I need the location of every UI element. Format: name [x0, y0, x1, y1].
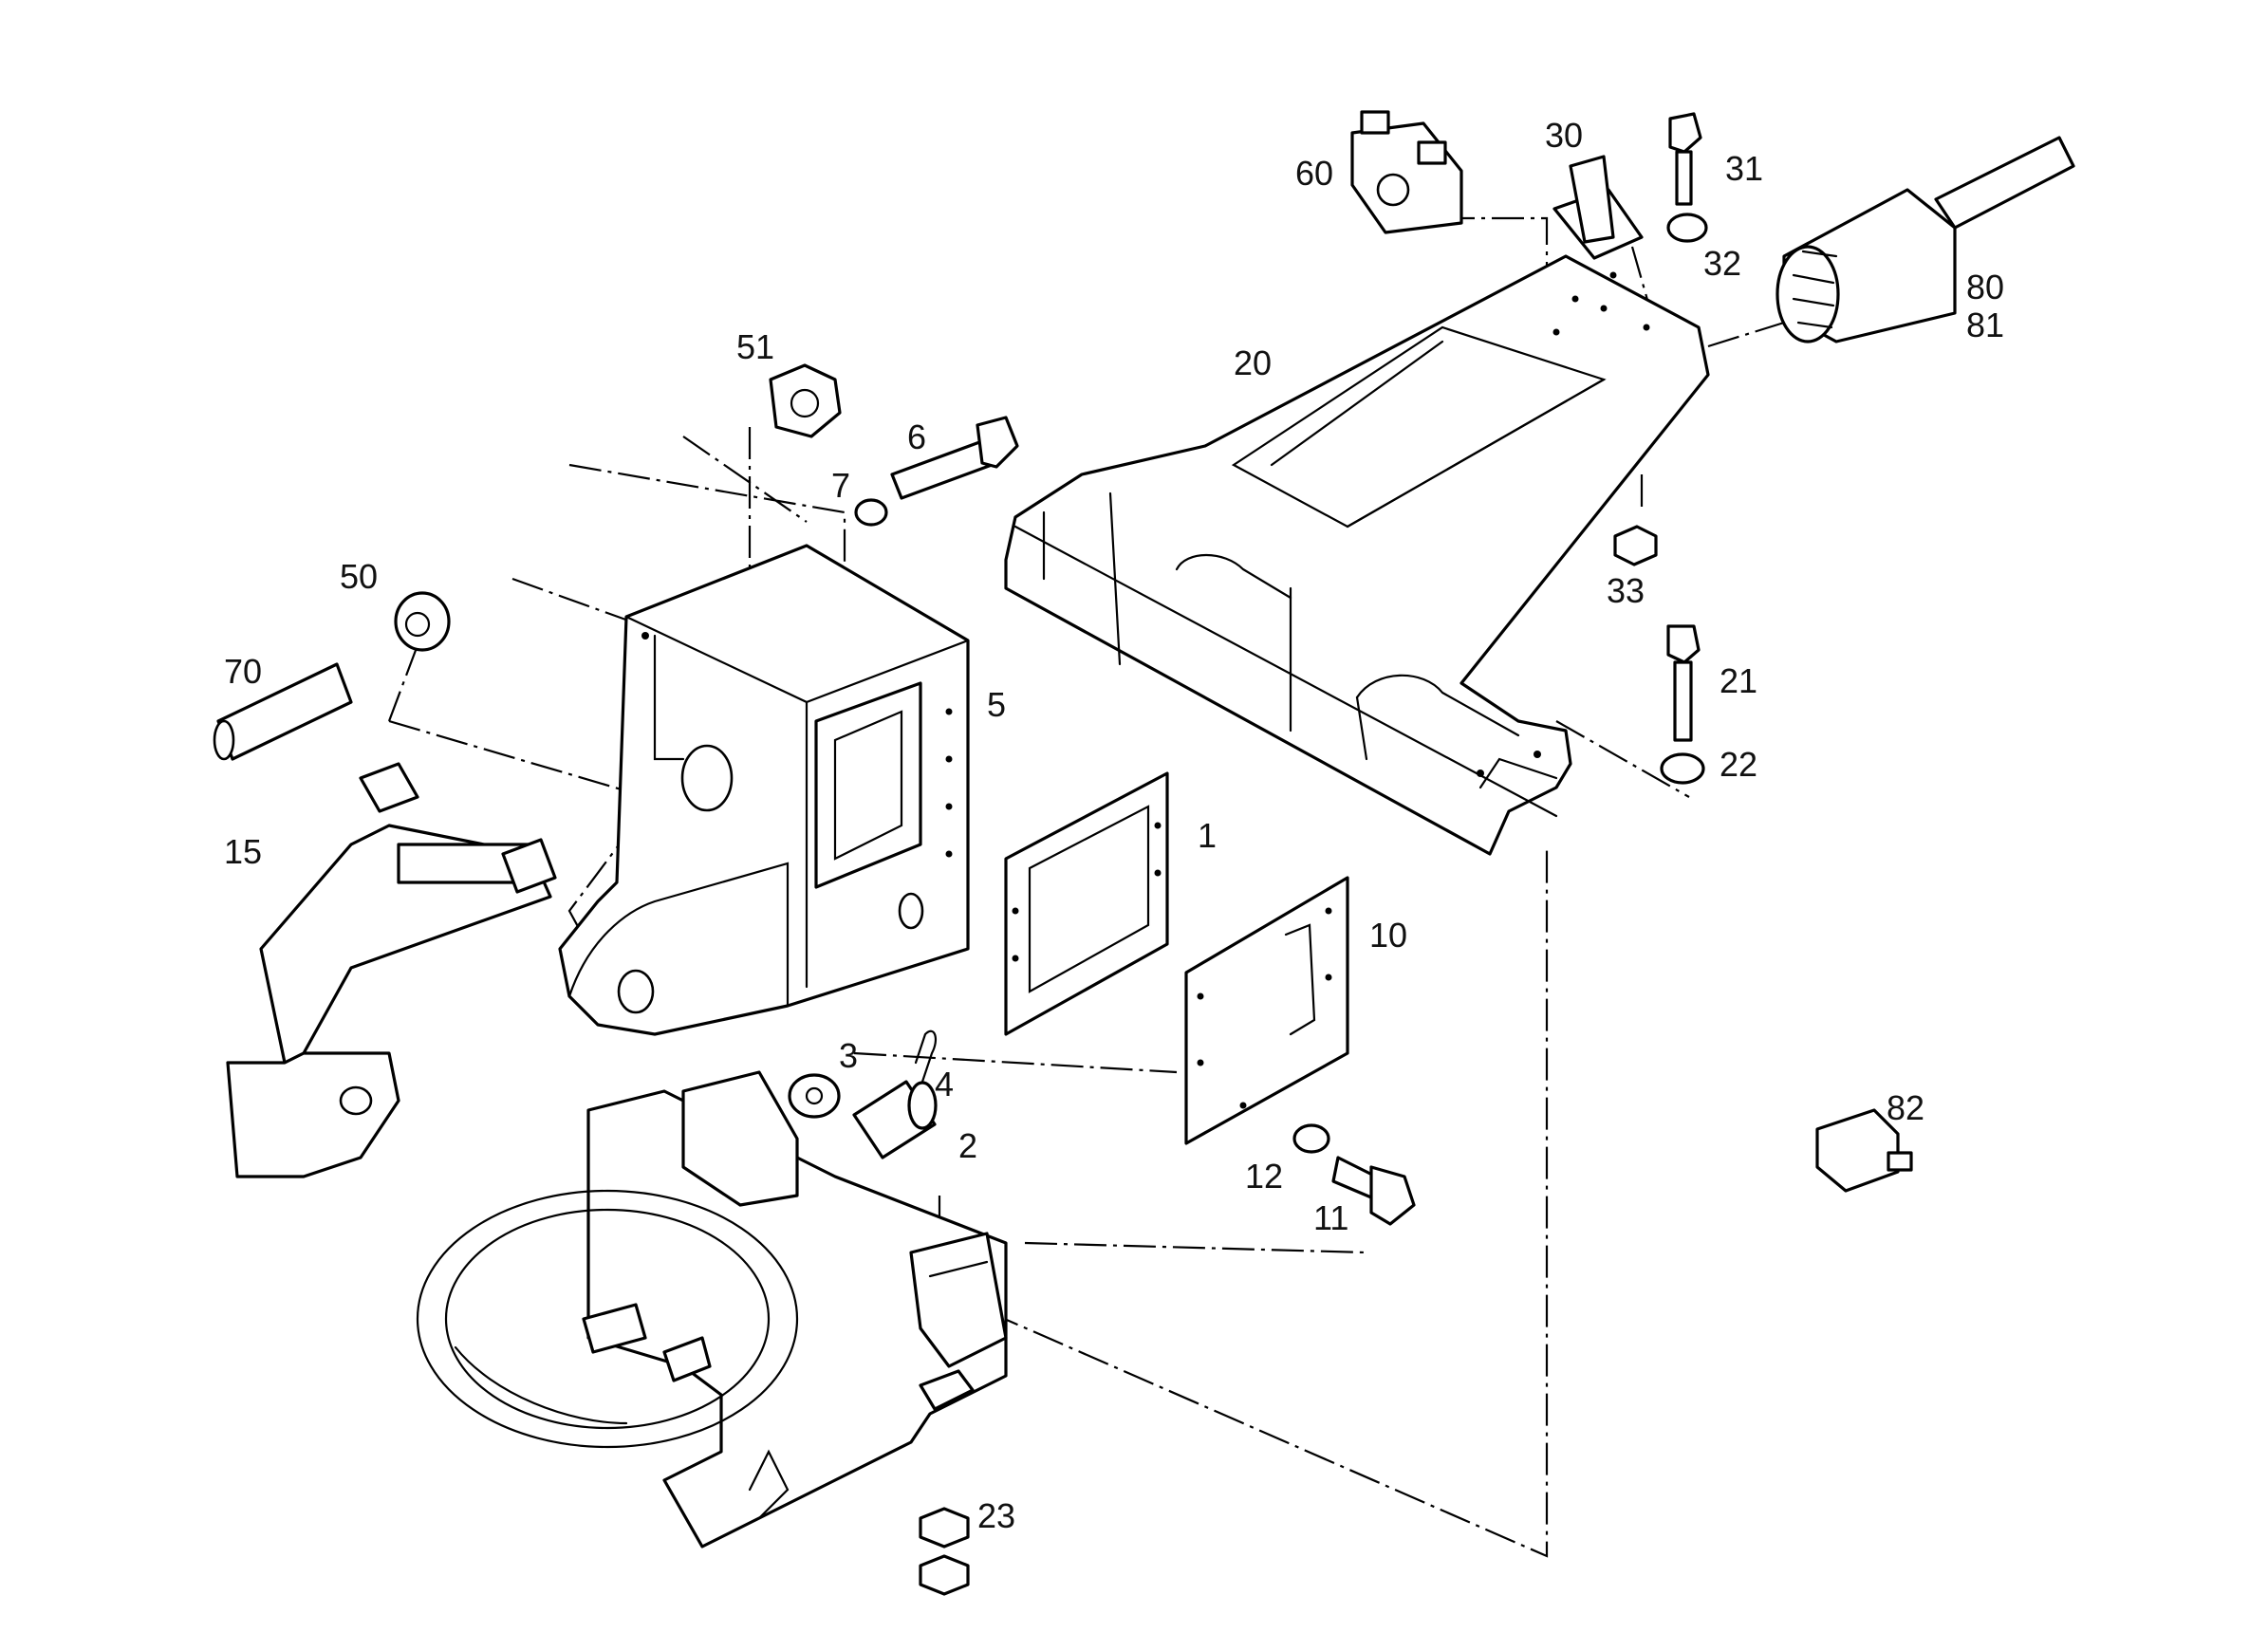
callout-81: 81: [1966, 306, 2004, 344]
washer-part-22: [1660, 752, 1705, 785]
carrier-frame-part-20: [1004, 254, 1710, 856]
callout-5: 5: [987, 685, 1006, 724]
connector-part-80: [1775, 136, 2075, 343]
callout-11: 11: [1313, 1198, 1348, 1237]
callout-82: 82: [1887, 1088, 1924, 1127]
callout-80: 80: [1966, 268, 2004, 306]
callout-33: 33: [1607, 571, 1645, 610]
callout-70: 70: [224, 652, 262, 691]
block-part-82: [1815, 1108, 1913, 1193]
callout-51: 51: [736, 327, 774, 366]
callout-12: 12: [1245, 1157, 1283, 1196]
cotter-pin-part-4: [914, 1029, 938, 1084]
callout-3: 3: [839, 1036, 858, 1075]
bolt-part-31: [1613, 112, 1708, 566]
callout-4: 4: [935, 1065, 954, 1103]
bracket-part-30: [1552, 155, 1644, 260]
callout-2: 2: [958, 1126, 977, 1165]
callout-21: 21: [1720, 661, 1757, 700]
bolt-part-21: [1660, 624, 1705, 785]
base-turntable: [416, 1070, 1008, 1596]
nut-part-51: [769, 363, 842, 438]
callout-10: 10: [1369, 916, 1407, 955]
fitting-part-50: [394, 591, 451, 652]
callout-labels: 1 2 3 4 5 6 7 10 11 12 15 20 21 22 23 30…: [224, 116, 2004, 1535]
callout-22: 22: [1720, 745, 1757, 784]
nut-part-33: [1613, 525, 1658, 566]
washer-part-7: [854, 498, 888, 527]
washer-part-12: [1292, 1123, 1330, 1154]
washer-part-3: [788, 1073, 841, 1119]
callout-6: 6: [907, 417, 926, 456]
cover-plate-part-10: [1184, 876, 1349, 1145]
callout-23: 23: [977, 1496, 1015, 1535]
gasket-part-1: [1004, 771, 1169, 1036]
callout-15: 15: [224, 832, 262, 871]
pin-assembly: [788, 1029, 938, 1159]
clamp-part-60: [1350, 110, 1463, 234]
washer-part-32: [1666, 213, 1708, 243]
callout-30: 30: [1545, 116, 1583, 155]
nut-part-23: [919, 1369, 975, 1411]
callout-20: 20: [1234, 343, 1272, 382]
callout-60: 60: [1295, 154, 1333, 193]
callout-50: 50: [340, 557, 378, 596]
bolt-part-11: [1292, 1123, 1416, 1226]
bracket-housing-part-5: [558, 544, 970, 1036]
callout-32: 32: [1703, 244, 1741, 283]
small-fittings: [213, 363, 842, 761]
bolt-part-6: [854, 416, 1019, 527]
callout-7: 7: [831, 466, 850, 505]
arm-bracket-part-15: [226, 762, 557, 1178]
callout-1: 1: [1198, 816, 1217, 855]
callout-31: 31: [1725, 149, 1763, 188]
